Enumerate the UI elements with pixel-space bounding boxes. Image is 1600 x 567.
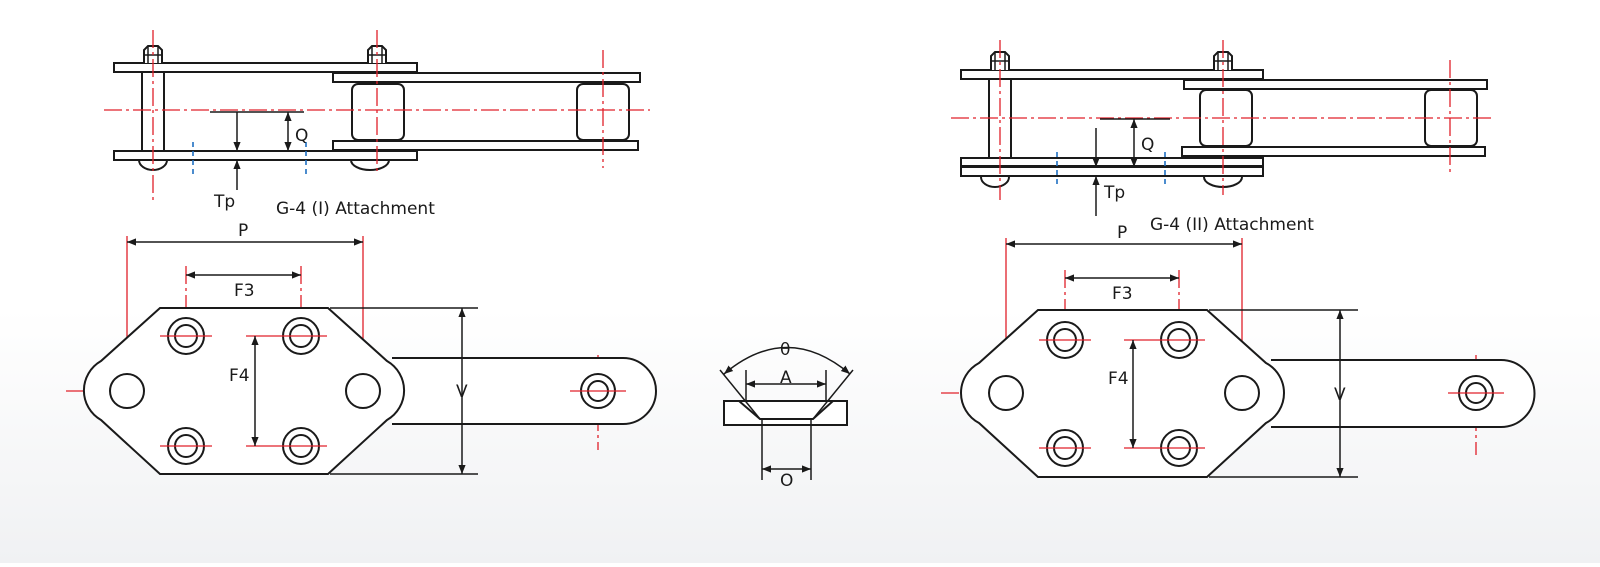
right-f4-label: F4 xyxy=(1108,369,1129,389)
left-p-label: P xyxy=(238,221,248,241)
theta-label: θ xyxy=(780,340,790,360)
left-plate-hole-right xyxy=(345,373,381,409)
left-q-label: Q xyxy=(295,126,308,146)
right-outer-bottom-plate xyxy=(960,157,1264,167)
right-p-label: P xyxy=(1117,223,1127,243)
left-attachment-plate xyxy=(113,150,418,161)
left-inner-top-plate xyxy=(332,72,641,83)
right-tp-label: Tp xyxy=(1103,183,1125,203)
right-caption: G-4 (II) Attachment xyxy=(1150,215,1314,235)
right-countersunk-holes xyxy=(1039,321,1205,467)
right-attachment-plate xyxy=(960,166,1264,177)
right-v-label: V xyxy=(1334,385,1346,405)
left-v-label: V xyxy=(456,382,468,402)
right-roller-bottom-1 xyxy=(980,176,1010,188)
o-label: O xyxy=(780,471,793,491)
a-label: A xyxy=(780,368,792,388)
right-inner-top-plate xyxy=(1183,79,1488,90)
right-outer-top-plate xyxy=(960,69,1264,80)
left-caption: G-4 (I) Attachment xyxy=(276,199,435,219)
right-f3-label: F3 xyxy=(1112,284,1133,304)
left-inner-bottom-plate xyxy=(332,140,639,151)
left-plate-hole-left xyxy=(109,373,145,409)
right-plan-view: P F3 F4 V xyxy=(941,223,1536,478)
left-plan-view: P F3 F4 V xyxy=(66,221,657,475)
left-tp-label: Tp xyxy=(213,192,235,212)
right-inner-bottom-plate xyxy=(1181,146,1486,157)
right-plate-hole-left xyxy=(988,375,1024,411)
left-attachment-plate-outline xyxy=(82,307,406,475)
left-f3-label: F3 xyxy=(234,281,255,301)
right-q-label: Q xyxy=(1141,135,1154,155)
left-countersunk-holes xyxy=(160,317,327,465)
left-bushing-1 xyxy=(351,83,405,141)
left-side-view: Q Tp G-4 (I) Attachment xyxy=(104,30,650,219)
left-strap xyxy=(392,357,657,425)
right-attachment-plate-outline xyxy=(960,309,1285,478)
countersink-detail: θ A O xyxy=(719,340,854,491)
right-plate-hole-right xyxy=(1224,375,1260,411)
left-f4-label: F4 xyxy=(229,366,250,386)
right-side-view: Q Tp G-4 (II) Attachment xyxy=(951,40,1495,235)
left-roller-bottom-2 xyxy=(350,159,390,171)
left-outer-top-plate xyxy=(113,62,418,73)
